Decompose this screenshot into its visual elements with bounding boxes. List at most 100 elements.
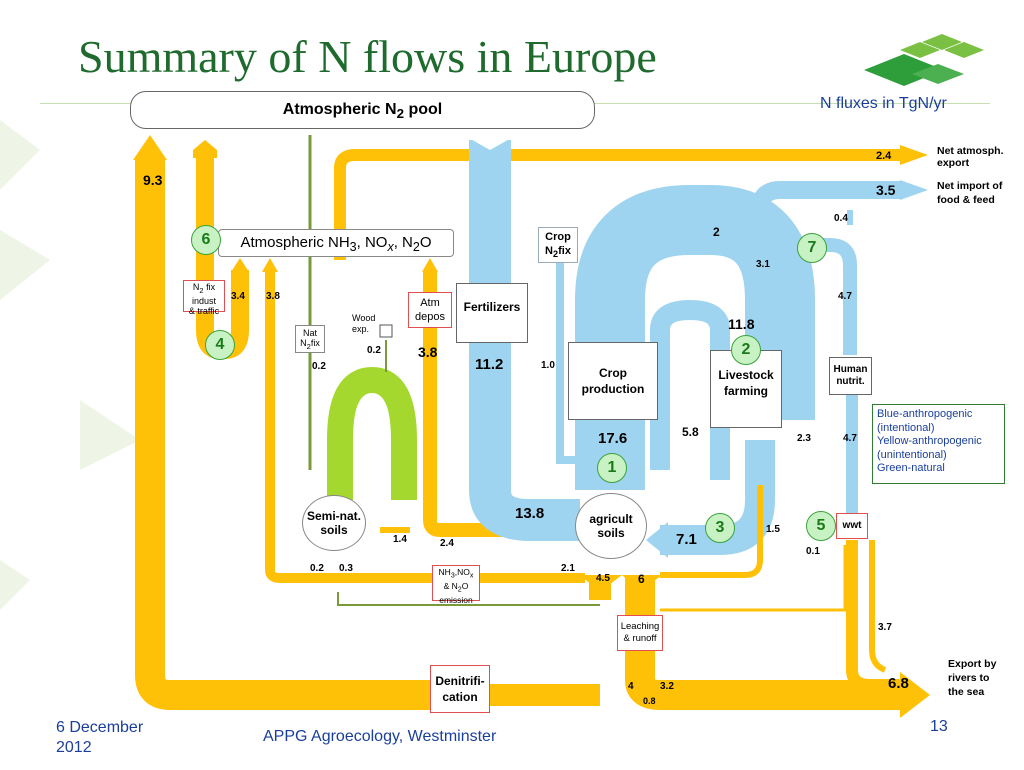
value-label: 3.8 [418, 344, 438, 360]
flow-5-8 [650, 299, 730, 480]
bg-chevron [0, 560, 30, 610]
flow-to-human [800, 238, 857, 355]
value-label: 2.3 [797, 433, 811, 444]
value-label: 4.5 [596, 573, 610, 584]
value-label: 3.5 [876, 182, 896, 198]
n2fix-label: & traffic [188, 305, 220, 316]
value-label: 4 [628, 681, 634, 692]
value-label: 2 [713, 225, 720, 239]
side-text: Export by [948, 658, 997, 670]
legend: Blue-anthropogenic (intentional) Yellow-… [872, 404, 1005, 484]
crop-production-label: production [581, 382, 645, 396]
leaching-label: Leaching [620, 621, 660, 632]
value-label: 4.7 [843, 433, 857, 444]
crop-production-box: Crop production [568, 342, 658, 420]
leaching-box: Leaching & runoff [617, 615, 663, 651]
legend-line: (intentional) [877, 421, 935, 434]
atm-depos-box: Atm depos [408, 292, 452, 328]
crop-fix-label: N2fix [539, 244, 577, 261]
footer-date: 6 December 2012 [56, 719, 144, 756]
value-label: 3.2 [660, 681, 674, 692]
pool-suffix: pool [404, 101, 443, 118]
value-label: 1.5 [766, 524, 780, 535]
emission-text: & N [443, 581, 458, 592]
circle-1: 1 [597, 453, 627, 483]
emission-text: NH [438, 567, 451, 577]
n2fix-sub: 2 [199, 285, 204, 295]
slide-title: Summary of N flows in Europe [78, 31, 657, 82]
atm-depos-label: depos [415, 311, 445, 323]
crop-fix-fix: fix [558, 245, 571, 257]
logo [864, 34, 984, 86]
value-label: 2.4 [440, 538, 454, 549]
value-label: 3.1 [756, 259, 770, 270]
circle-7: 7 [797, 233, 827, 263]
circle-5: 5 [806, 511, 836, 541]
wood-exp-text: exp. [352, 324, 370, 334]
semi-nat-soils: Semi-nat.soils [302, 495, 366, 551]
emission-sub: 2 [457, 585, 462, 594]
atm-mid: , N [393, 234, 413, 251]
value-label: 3.8 [266, 291, 280, 302]
header-line-left [40, 103, 135, 104]
value-label: 0.8 [643, 696, 656, 706]
value-label: 3.7 [878, 622, 892, 633]
side-text: rivers to [948, 672, 990, 684]
legend-line: Green-natural [877, 462, 945, 474]
crop-production-label: Crop [599, 366, 627, 380]
circle-3: 3 [705, 513, 735, 543]
denitrification-box: Denitrifi- cation [430, 665, 490, 713]
flow-net-atm-export [334, 149, 900, 260]
flow-atm-depos [423, 270, 580, 537]
n2fix-fix: fix [203, 282, 216, 292]
n2fix-label: indust [191, 295, 217, 306]
livestock-label: Livestock [718, 368, 774, 382]
value-label: 11.2 [475, 356, 504, 373]
crop-fix-label: Crop [545, 231, 571, 243]
n2fix-n: N [192, 282, 200, 292]
atmospheric-nh3-box: Atmospheric NH3, NOx, N2O [218, 229, 454, 257]
units-label: N fluxes in TgN/yr [820, 95, 947, 112]
nat-n2fix-label: Nat [302, 328, 317, 338]
flow-denitrification-yellow [135, 160, 430, 710]
value-label: 2.4 [876, 150, 892, 162]
legend-line: Blue-anthropogenic [877, 408, 973, 420]
value-label: 1.4 [393, 534, 407, 545]
value-label: 17.6 [598, 430, 628, 447]
atm-depos-label: Atm [420, 297, 440, 309]
nat-n2fix-label: N2fix [296, 338, 324, 352]
flow-crop-fix [556, 260, 580, 464]
nat-n2fix-box: Nat N2fix [295, 325, 325, 353]
n2fix-indust-box: N2 fix indust & traffic [183, 280, 225, 316]
leaching-label: & runoff [623, 633, 657, 644]
human-nutrit-box: Human nutrit. [829, 357, 872, 395]
wood-exp-text: Wood [352, 313, 376, 323]
value-label: 7.1 [676, 531, 697, 548]
crop-fix-n: N [545, 245, 553, 257]
value-label: 5.8 [682, 425, 699, 439]
net-import-label: Net import of food & feed [937, 179, 1002, 207]
atm-sub: 2 [412, 240, 420, 254]
emission-text: ,NO [454, 567, 470, 577]
flow-net-import [751, 181, 900, 260]
emission-sub: x [469, 571, 474, 580]
footer-event: APPG Agroecology, Westminster [263, 728, 497, 745]
wwt-box: wwt [836, 513, 868, 539]
emission-label: & N2O [433, 581, 479, 595]
pool-label: Atmospheric N [282, 101, 397, 118]
livestock-box: Livestock farming [710, 350, 782, 428]
livestock-label: farming [723, 384, 768, 398]
wood-exp-label: Wood exp. [352, 313, 375, 335]
semi-nat-label: soils [320, 523, 348, 537]
bg-chevron [0, 230, 50, 300]
value-label: 0.1 [806, 546, 820, 557]
emission-text: O [461, 581, 469, 592]
human-label: Human [833, 364, 868, 375]
atm-mid: , NO [356, 234, 388, 251]
semi-nat-label: Semi-nat. [306, 509, 361, 523]
n2fix-label: N2 fix [184, 282, 224, 296]
emission-label: NH3,NOx [433, 567, 479, 581]
agricult-label: soils [597, 526, 625, 540]
